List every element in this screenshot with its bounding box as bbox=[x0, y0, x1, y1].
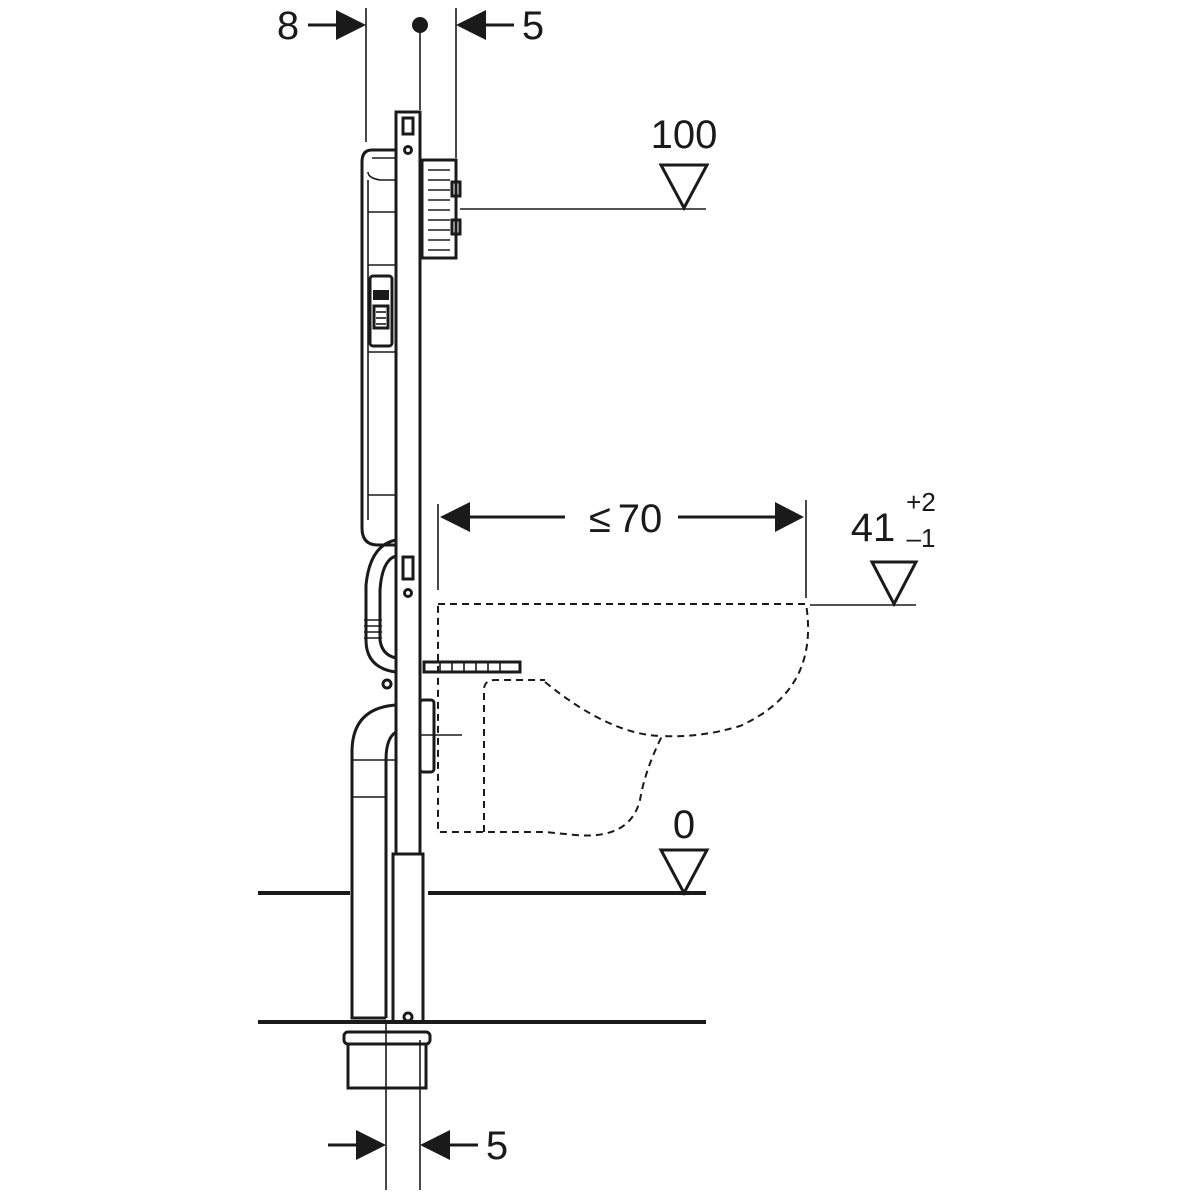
floor-level-marker: 0 bbox=[658, 803, 710, 897]
seat-height-label: 41 bbox=[851, 506, 896, 550]
drain-connector bbox=[342, 1022, 432, 1190]
max-depth-value: 70 bbox=[618, 497, 663, 541]
mounting-bolt bbox=[422, 660, 522, 674]
seat-height-marker: 41 +2 –1 bbox=[810, 487, 936, 608]
flush-plate bbox=[420, 158, 462, 260]
arrow-left-icon bbox=[420, 1130, 450, 1160]
flush-height-marker: 100 bbox=[460, 113, 718, 212]
arrow-right-icon bbox=[356, 1130, 386, 1160]
max-depth-dimension: ≤ 70 bbox=[440, 497, 804, 541]
arrow-right-icon bbox=[336, 10, 366, 40]
centerline-dot-icon bbox=[412, 17, 428, 33]
top-left-offset-label: 8 bbox=[277, 4, 299, 48]
bottom-offset-dimension: 5 bbox=[328, 1124, 508, 1168]
arrow-right-icon bbox=[775, 502, 804, 532]
flush-height-label: 100 bbox=[651, 113, 718, 157]
seat-tolerance-plus: +2 bbox=[906, 487, 936, 517]
level-triangle-icon bbox=[658, 163, 710, 212]
frame-post bbox=[391, 110, 425, 1024]
max-depth-symbol: ≤ bbox=[589, 497, 611, 541]
seat-tolerance-minus: –1 bbox=[907, 523, 936, 553]
arrow-left-icon bbox=[456, 10, 486, 40]
top-offset-dimensions: 8 5 bbox=[277, 4, 544, 158]
top-right-offset-label: 5 bbox=[522, 4, 544, 48]
wc-bowl-outline bbox=[437, 500, 810, 837]
flush-pipe bbox=[364, 538, 397, 690]
bottom-offset-label: 5 bbox=[486, 1124, 508, 1168]
level-triangle-icon bbox=[658, 848, 710, 897]
level-triangle-icon bbox=[869, 560, 919, 608]
cistern bbox=[360, 148, 396, 547]
floor-level-label: 0 bbox=[673, 803, 695, 847]
arrow-left-icon bbox=[440, 502, 470, 532]
